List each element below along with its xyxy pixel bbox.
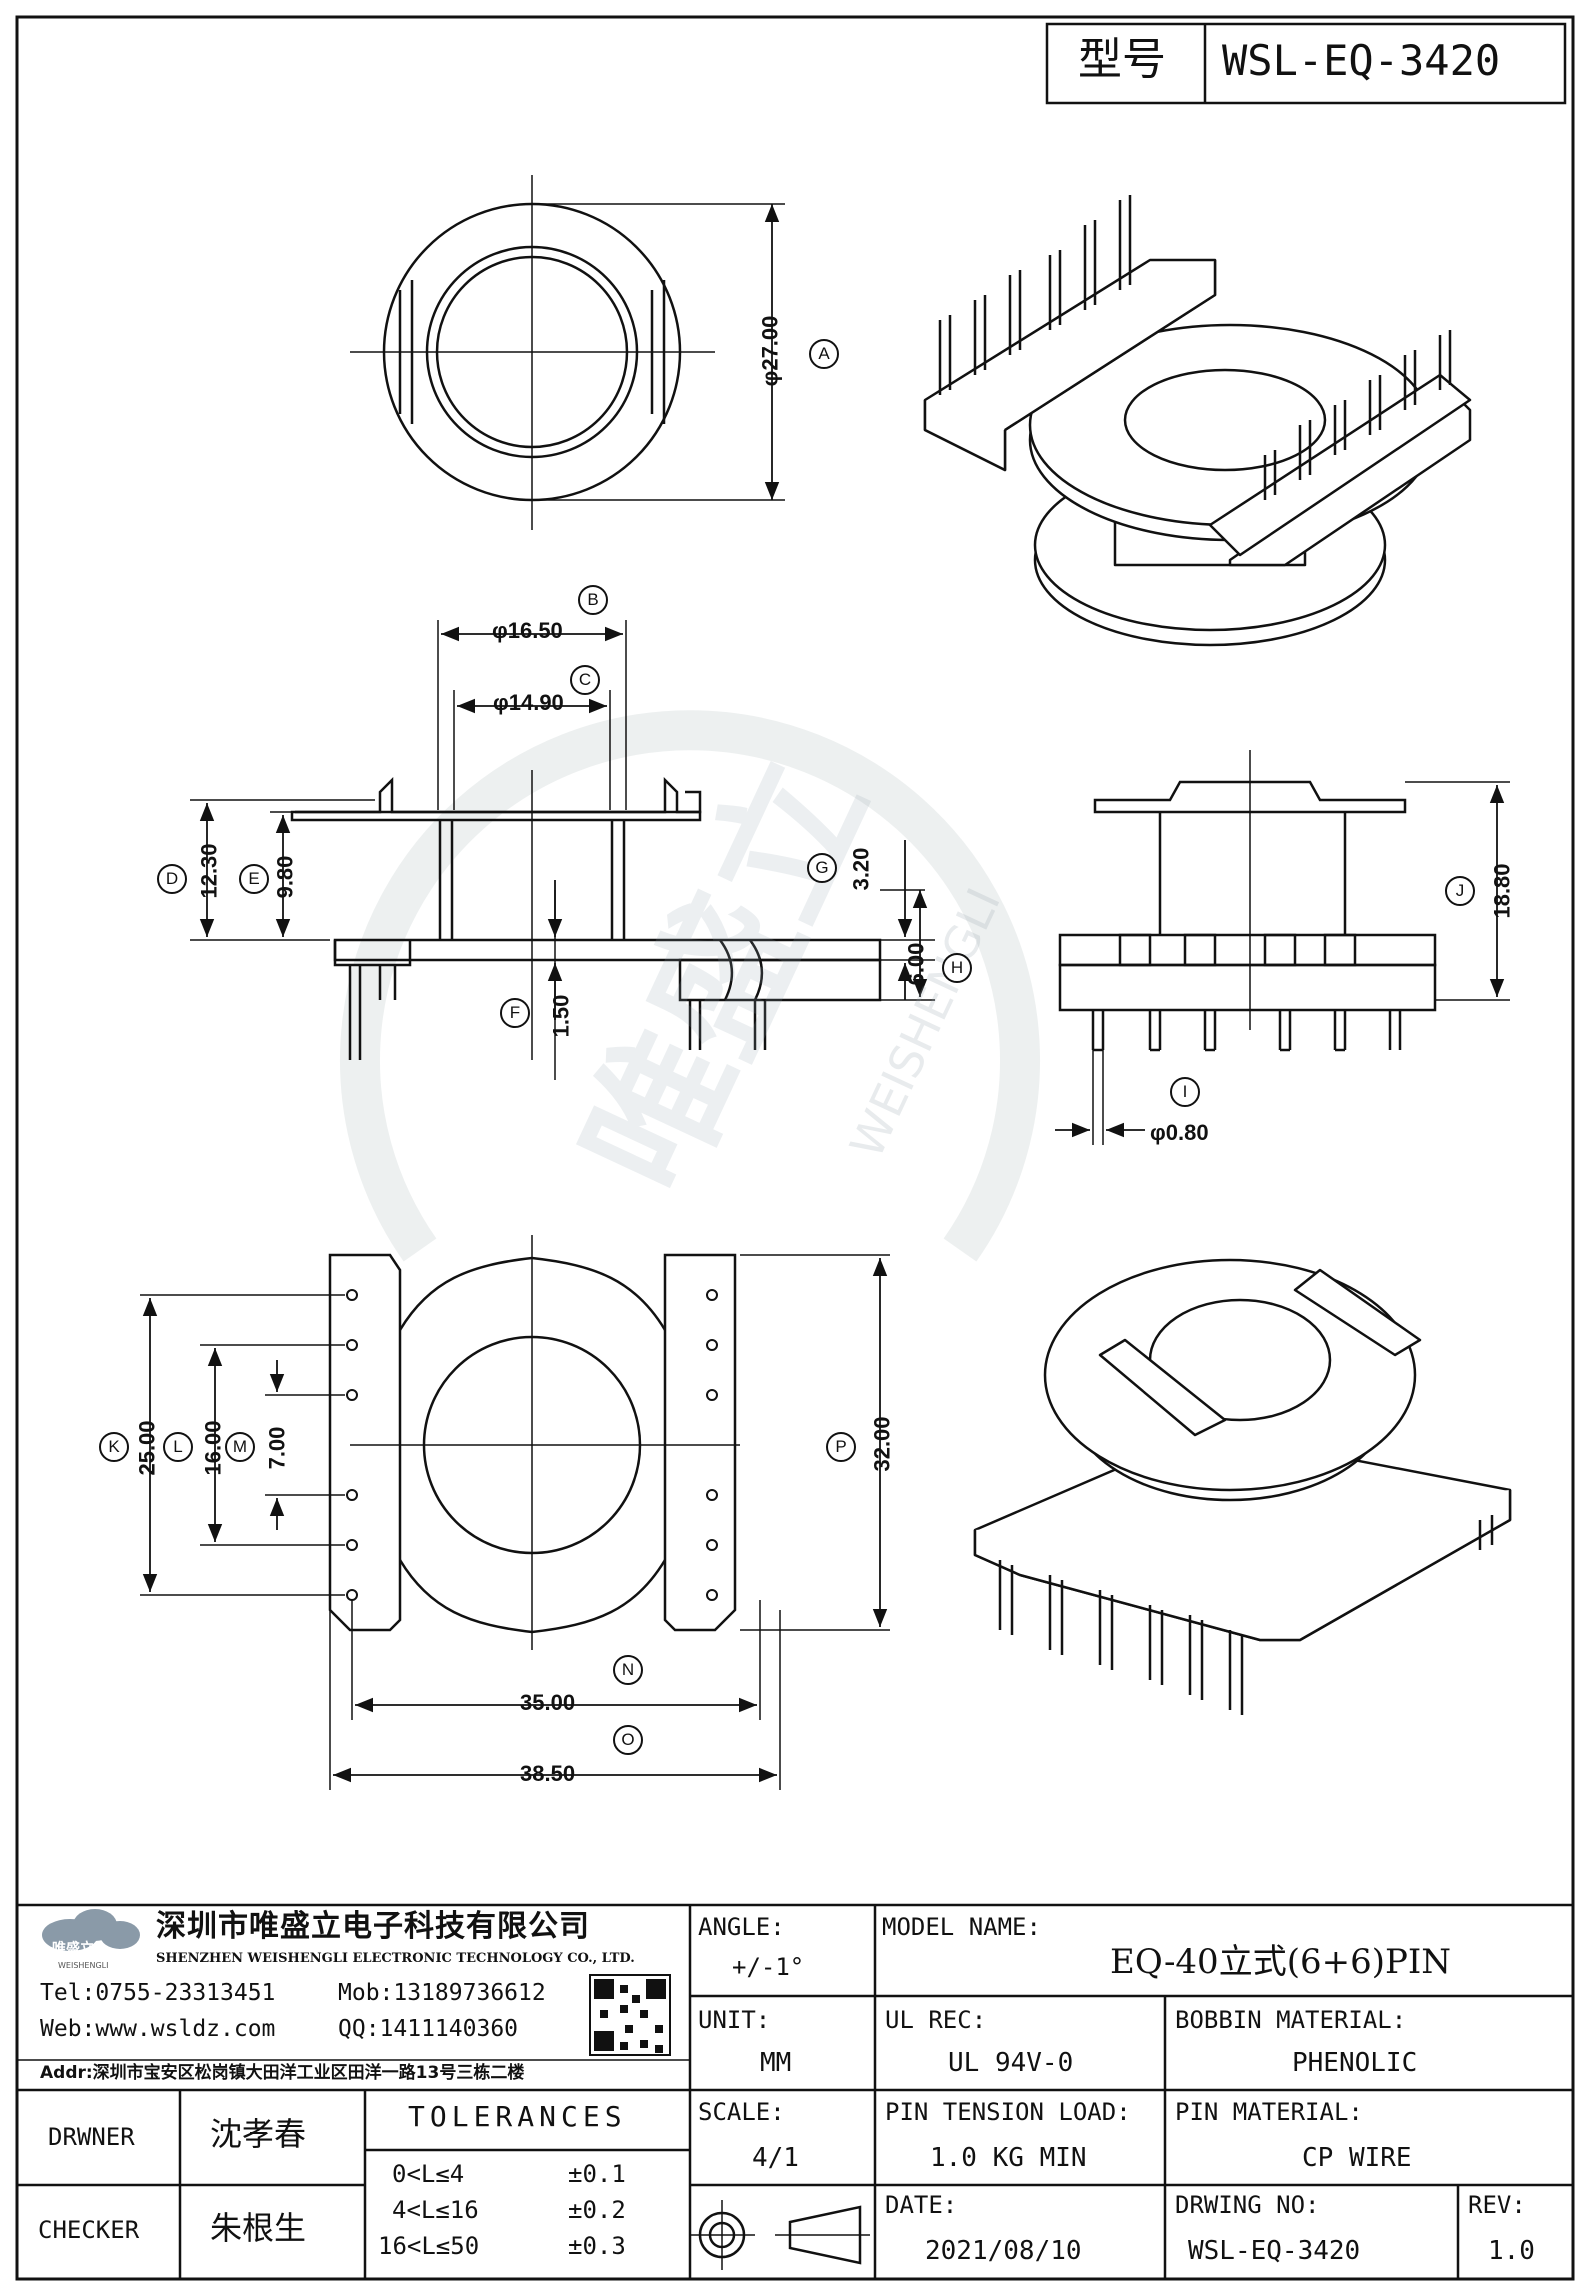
company-en: SHENZHEN WEISHENGLI ELECTRONIC TECHNOLOG…	[156, 1951, 635, 1966]
label-M: M	[225, 1432, 255, 1462]
company-logo-graphic	[42, 1909, 140, 1951]
dim-O: 38.50	[520, 1761, 576, 1786]
checker-label: CHECKER	[38, 2216, 140, 2244]
date-value: 2021/08/10	[925, 2236, 1082, 2266]
rev-value: 1.0	[1488, 2236, 1535, 2266]
pin-tension-value: 1.0 KG MIN	[930, 2143, 1087, 2173]
dim-B: φ16.50	[492, 618, 563, 643]
tol-range-3: 16<L≤50	[378, 2232, 480, 2260]
label-B: B	[578, 585, 608, 615]
angle-value: +/-1°	[732, 1953, 805, 1981]
label-J: J	[1445, 876, 1475, 906]
dim-J: 18.80	[1489, 863, 1515, 919]
dim-G: 3.20	[848, 847, 874, 891]
dim-L: 16.00	[200, 1420, 226, 1476]
pin-material-value: CP WIRE	[1302, 2143, 1412, 2173]
rev-label: REV:	[1468, 2191, 1526, 2219]
address: Addr:深圳市宝安区松岗镇大田洋工业区田洋一路13号三栋二楼	[40, 2063, 525, 2083]
drawer-label: DRWNER	[48, 2123, 135, 2151]
label-I: I	[1170, 1077, 1200, 1107]
pin-tension-label: PIN TENSION LOAD:	[885, 2098, 1131, 2126]
label-L: L	[163, 1432, 193, 1462]
tol-value-1: ±0.1	[568, 2160, 626, 2188]
dim-N: 35.00	[520, 1690, 576, 1715]
label-P: P	[826, 1432, 856, 1462]
web: Web:www.wsldz.com	[40, 2016, 276, 2042]
ul-value: UL 94V-0	[948, 2048, 1074, 2078]
title-block-grid	[17, 1903, 1573, 2279]
label-N: N	[613, 1655, 643, 1685]
dim-I: φ0.80	[1150, 1120, 1209, 1145]
model-value: EQ-40立式(6+6)PIN	[1110, 1942, 1452, 1982]
tol-range-2: 4<L≤16	[392, 2196, 479, 2224]
angle-label: ANGLE:	[698, 1913, 785, 1941]
label-H: H	[942, 953, 972, 983]
dim-H: 6.00	[903, 942, 929, 986]
unit-label: UNIT:	[698, 2006, 771, 2034]
dim-P: 32.00	[869, 1416, 895, 1472]
model-label: MODEL NAME:	[882, 1913, 1041, 1941]
dim-K: 25.00	[134, 1420, 160, 1476]
label-C: C	[570, 665, 600, 695]
tel: Tel:0755-23313451	[40, 1980, 276, 2006]
dim-F: 1.50	[548, 994, 574, 1038]
qr-code-graphic	[589, 1974, 671, 2056]
tol-value-3: ±0.3	[568, 2232, 626, 2260]
drawer-value: 沈孝春	[210, 2115, 307, 2153]
tolerances-label: TOLERANCES	[408, 2100, 627, 2133]
drawing-no-value: WSL-EQ-3420	[1188, 2236, 1361, 2266]
side-view	[1055, 750, 1510, 1145]
label-E: E	[239, 864, 269, 894]
pin-material-label: PIN MATERIAL:	[1175, 2098, 1363, 2126]
top-view	[350, 175, 785, 530]
tol-value-2: ±0.2	[568, 2196, 626, 2224]
label-G: G	[807, 853, 837, 883]
scale-value: 4/1	[752, 2143, 799, 2173]
iso-view-bottom	[973, 1258, 1512, 1715]
dim-A: φ27.00	[757, 315, 783, 387]
label-F: F	[500, 998, 530, 1028]
mob: Mob:13189736612	[338, 1980, 546, 2006]
watermark-graphic	[340, 710, 1040, 1262]
iso-view-top	[923, 195, 1472, 647]
label-D: D	[157, 864, 187, 894]
company-cn: 深圳市唯盛立电子科技有限公司	[156, 1909, 590, 1944]
dim-E: 9.80	[272, 855, 298, 899]
ul-label: UL REC:	[885, 2006, 987, 2034]
bobbin-label: BOBBIN MATERIAL:	[1175, 2006, 1407, 2034]
type-value: WSL-EQ-3420	[1222, 36, 1501, 85]
label-A: A	[809, 339, 839, 369]
tol-range-1: 0<L≤4	[392, 2160, 465, 2188]
date-label: DATE:	[885, 2191, 958, 2219]
label-O: O	[613, 1725, 643, 1755]
front-view	[190, 620, 935, 1080]
bottom-view	[140, 1235, 890, 1790]
drawing-no-label: DRWING NO:	[1175, 2191, 1320, 2219]
dim-M: 7.00	[264, 1426, 290, 1470]
logo-cn: 唯盛立	[52, 1941, 94, 1957]
dim-D: 12.30	[196, 843, 222, 899]
scale-label: SCALE:	[698, 2098, 785, 2126]
projection-symbol	[690, 2200, 870, 2270]
unit-value: MM	[760, 2048, 792, 2078]
type-label: 型号	[1078, 34, 1166, 85]
bobbin-value: PHENOLIC	[1292, 2048, 1418, 2078]
checker-value: 朱根生	[210, 2209, 307, 2247]
qq: QQ:1411140360	[338, 2016, 519, 2042]
dim-C: φ14.90	[493, 690, 564, 715]
logo-en: WEISHENGLI	[58, 1961, 109, 1970]
label-K: K	[99, 1432, 129, 1462]
